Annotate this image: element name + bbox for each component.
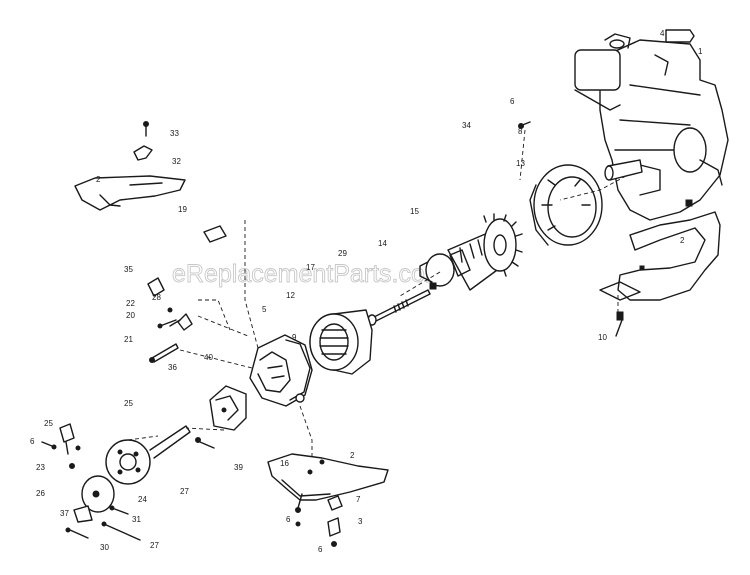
callout-35: 35 bbox=[124, 265, 133, 274]
callout-6-b: 6 bbox=[510, 97, 515, 106]
callout-14: 14 bbox=[378, 239, 387, 248]
washer-part-22 bbox=[167, 307, 173, 313]
screw-part-6c bbox=[331, 541, 337, 547]
callout-2-right: 2 bbox=[680, 236, 685, 245]
callout-15: 15 bbox=[410, 207, 419, 216]
upper-left-bracket bbox=[75, 176, 185, 210]
callout-21: 21 bbox=[124, 335, 133, 344]
callout-20: 20 bbox=[126, 311, 135, 320]
stator-field-ring bbox=[310, 310, 372, 374]
callout-27-b: 27 bbox=[150, 541, 159, 550]
brush-spring-part-28 bbox=[169, 313, 193, 331]
decal-part-4 bbox=[665, 29, 695, 43]
callout-28: 28 bbox=[152, 293, 161, 302]
callout-29: 29 bbox=[338, 249, 347, 258]
engine-block bbox=[575, 34, 728, 220]
callout-23: 23 bbox=[36, 463, 45, 472]
callout-25-b: 25 bbox=[124, 399, 133, 408]
callout-2-lower: 2 bbox=[350, 451, 355, 460]
flywheel-housing bbox=[530, 165, 602, 245]
callout-27-a: 27 bbox=[180, 487, 189, 496]
callout-24: 24 bbox=[138, 495, 147, 504]
thru-bolt-part-14 bbox=[367, 289, 431, 326]
callout-36: 36 bbox=[168, 363, 177, 372]
callout-19: 19 bbox=[178, 205, 187, 214]
screw-part-20 bbox=[157, 319, 177, 329]
callout-8: 8 bbox=[518, 127, 523, 136]
callout-2-left: 2 bbox=[96, 175, 101, 184]
screw-part-27b bbox=[101, 521, 141, 541]
end-housing bbox=[250, 335, 312, 406]
callout-13: 13 bbox=[516, 159, 525, 168]
callout-40: 40 bbox=[204, 353, 213, 362]
callout-9: 9 bbox=[292, 333, 297, 342]
callout-17: 17 bbox=[306, 263, 315, 272]
callout-33: 33 bbox=[170, 129, 179, 138]
callout-31: 31 bbox=[132, 515, 141, 524]
nut-part-26 bbox=[69, 463, 75, 469]
callout-7: 7 bbox=[356, 495, 361, 504]
callout-1: 1 bbox=[698, 47, 703, 56]
callout-3: 3 bbox=[358, 517, 363, 526]
brush-holder-plate bbox=[210, 386, 246, 430]
callout-32: 32 bbox=[172, 157, 181, 166]
callout-12: 12 bbox=[286, 291, 295, 300]
callout-6-a: 6 bbox=[30, 437, 35, 446]
screw-part-6a bbox=[41, 441, 57, 450]
starter-armature bbox=[420, 214, 522, 290]
callout-10: 10 bbox=[598, 333, 607, 342]
engine-mount-bracket bbox=[600, 212, 720, 300]
callout-30: 30 bbox=[100, 543, 109, 552]
washer-part-6b bbox=[295, 521, 301, 527]
terminal-part-25 bbox=[59, 423, 75, 455]
callout-37: 37 bbox=[60, 509, 69, 518]
bolt-part-10 bbox=[615, 311, 624, 337]
screw-part-31 bbox=[109, 505, 129, 515]
callout-26: 26 bbox=[36, 489, 45, 498]
washer-part-30a bbox=[75, 445, 81, 451]
drive-plate bbox=[106, 426, 190, 484]
callout-4: 4 bbox=[660, 29, 665, 38]
nut-part-7 bbox=[327, 495, 343, 511]
callout-34: 34 bbox=[462, 121, 471, 130]
callout-labels: 1 2 2 2 3 4 5 6 6 6 6 7 8 9 10 12 13 14 … bbox=[30, 29, 703, 554]
callout-6-d: 6 bbox=[318, 545, 323, 554]
callout-22: 22 bbox=[126, 299, 135, 308]
callout-6-c: 6 bbox=[286, 515, 291, 524]
callout-5: 5 bbox=[262, 305, 267, 314]
screw-part-30 bbox=[65, 527, 89, 539]
bolt-part-3 bbox=[327, 517, 341, 537]
screw-part-33 bbox=[143, 121, 149, 137]
screw-part-16 bbox=[295, 493, 303, 513]
clip-part-32 bbox=[133, 145, 153, 161]
screw-part-8 bbox=[518, 121, 531, 129]
callout-39: 39 bbox=[234, 463, 243, 472]
lower-bracket bbox=[268, 454, 388, 500]
gasket-part-27 bbox=[82, 476, 114, 512]
leader-lines bbox=[127, 129, 627, 460]
shim-part-19 bbox=[203, 225, 227, 243]
hardware-part-37 bbox=[73, 505, 93, 523]
screw-part-39 bbox=[195, 437, 215, 449]
screw-part-21 bbox=[149, 343, 179, 363]
callout-16: 16 bbox=[280, 459, 289, 468]
cap-part-35 bbox=[147, 277, 165, 297]
callout-25-a: 25 bbox=[44, 419, 53, 428]
watermark: eReplacementParts.com bbox=[172, 260, 446, 288]
